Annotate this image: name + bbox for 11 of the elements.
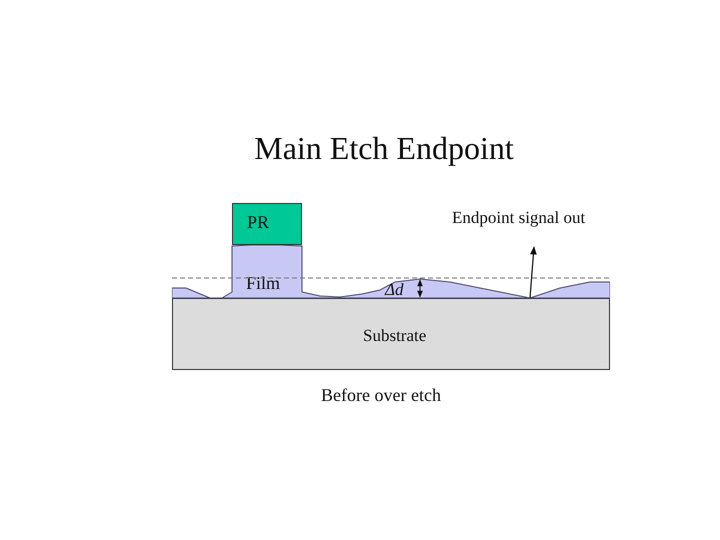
label-text: Endpoint signal out bbox=[452, 208, 622, 230]
title: Main Etch Endpoint bbox=[253, 130, 515, 167]
photoresist-block bbox=[232, 203, 302, 245]
layer-label: PR bbox=[247, 212, 270, 233]
dimension-label: Δd bbox=[385, 280, 404, 300]
arrow bbox=[529, 246, 537, 298]
layer-label: Film bbox=[246, 273, 280, 294]
caption: Before over etch bbox=[320, 385, 442, 406]
film-layer bbox=[172, 245, 610, 300]
layer-label: Substrate bbox=[363, 326, 426, 346]
substrate-block bbox=[172, 298, 610, 370]
